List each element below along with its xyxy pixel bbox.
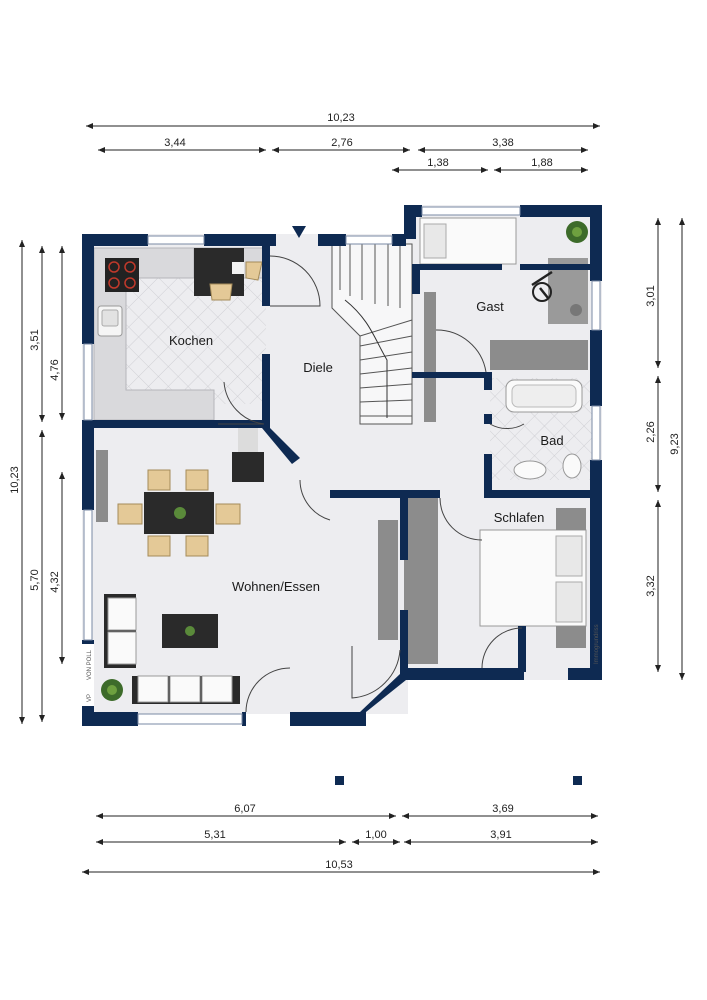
dim-top-right: 3,38	[492, 137, 513, 149]
room-label-bad: Bad	[540, 433, 563, 448]
entrance-arrow-icon	[292, 226, 306, 238]
dim-top-middle: 2,76	[331, 137, 352, 149]
dim-top-right-a: 1,38	[427, 157, 448, 169]
dim-bottom-middle-right: 3,91	[490, 829, 511, 841]
dim-bottom-total: 10,53	[325, 859, 353, 871]
wohnen-furniture	[96, 426, 398, 704]
dim-right-b: 2,26	[645, 421, 657, 442]
plant-icon	[101, 679, 123, 701]
room-label-gast: Gast	[476, 299, 504, 314]
dim-left-b: 4,76	[49, 359, 61, 380]
dim-bottom-middle-mid: 1,00	[365, 829, 386, 841]
room-label-schlafen: Schlafen	[494, 510, 545, 525]
dim-left-total: 10,23	[9, 466, 21, 494]
watermark: Immogrundriss	[594, 624, 600, 664]
stove-icon	[105, 258, 139, 292]
brand-name: VON POLL	[87, 649, 93, 680]
dim-bottom-upper-right: 3,69	[492, 803, 513, 815]
room-labels: Kochen Diele Gast Bad Schlafen Wohnen/Es…	[169, 299, 564, 594]
gast-furniture	[419, 217, 588, 422]
sofa-icon	[104, 594, 240, 704]
bed-icon	[419, 217, 517, 265]
dim-bottom-upper-left: 6,07	[234, 803, 255, 815]
marker-square-left	[335, 776, 344, 785]
brand-short: VP	[87, 694, 93, 702]
schlafen-furniture	[404, 498, 587, 664]
dim-left-a: 3,51	[29, 329, 41, 350]
dim-top-right-b: 1,88	[531, 157, 552, 169]
dim-left-d: 4,32	[49, 571, 61, 592]
dimension-labels: 10,23 3,44 2,76 3,38 1,38 1,88 6,07 3,69…	[9, 112, 681, 871]
bath-sink	[513, 460, 547, 480]
dim-bottom-middle-left: 5,31	[204, 829, 225, 841]
dim-left-c: 5,70	[29, 569, 41, 590]
marker-square-right	[573, 776, 582, 785]
plant-icon	[566, 221, 588, 243]
room-label-kochen: Kochen	[169, 333, 213, 348]
sink-icon	[97, 305, 123, 337]
windows	[83, 206, 601, 725]
dim-right-a: 3,01	[645, 285, 657, 306]
staircase	[331, 243, 413, 425]
dim-top-left: 3,44	[164, 137, 185, 149]
dim-top-total: 10,23	[327, 112, 355, 124]
bed-icon	[479, 529, 587, 627]
toilet-icon	[562, 453, 582, 479]
dim-right-c: 3,32	[645, 575, 657, 596]
dim-right-total: 9,23	[669, 433, 681, 454]
room-label-wohnen: Wohnen/Essen	[232, 579, 320, 594]
bathtub-icon	[505, 379, 583, 413]
room-label-diele: Diele	[303, 360, 333, 375]
kitchen-table	[194, 248, 263, 301]
brand-logo: VON POLL VP	[82, 644, 94, 706]
doors	[218, 255, 525, 713]
dimension-lines	[19, 123, 685, 875]
dining-table-icon	[117, 469, 241, 557]
